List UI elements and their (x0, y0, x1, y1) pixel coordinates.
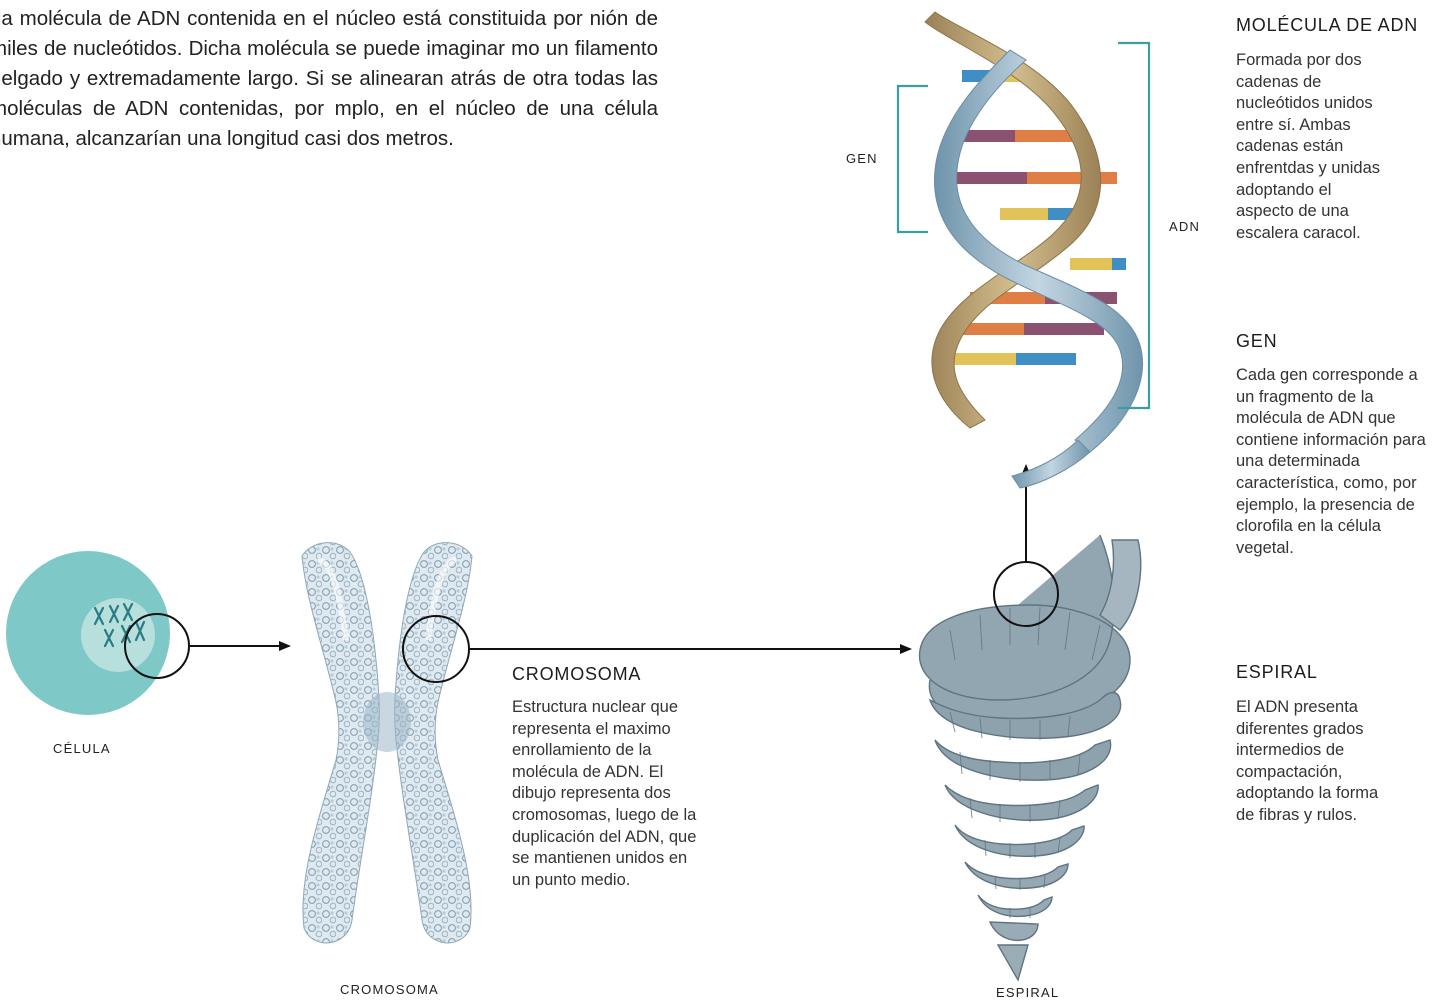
label-cromosoma: CROMOSOMA (340, 982, 439, 997)
cromosoma-title: CROMOSOMA (512, 664, 641, 685)
espiral-description: El ADN presenta diferentes grados interm… (1236, 697, 1394, 827)
label-celula: CÉLULA (53, 741, 111, 756)
gen-description: Cada gen corresponde a un fragmento de l… (1236, 365, 1434, 559)
molecula-title: MOLÉCULA DE ADN (1236, 15, 1418, 36)
label-gen: GEN (846, 151, 878, 166)
gen-bracket (898, 86, 928, 232)
gen-title: GEN (1236, 331, 1277, 352)
espiral-title: ESPIRAL (1236, 662, 1318, 683)
coil-illustration (920, 535, 1141, 980)
dna-helix-illustration (925, 12, 1143, 488)
chromosome-illustration (302, 543, 472, 943)
label-espiral: ESPIRAL (996, 985, 1059, 1000)
cell-nucleus (81, 598, 155, 672)
label-adn: ADN (1169, 219, 1200, 234)
cell-illustration (6, 551, 189, 715)
molecula-description: Formada por dos cadenas de nucleótidos u… (1236, 50, 1388, 244)
cromosoma-description: Estructura nuclear que representa el max… (512, 697, 702, 891)
